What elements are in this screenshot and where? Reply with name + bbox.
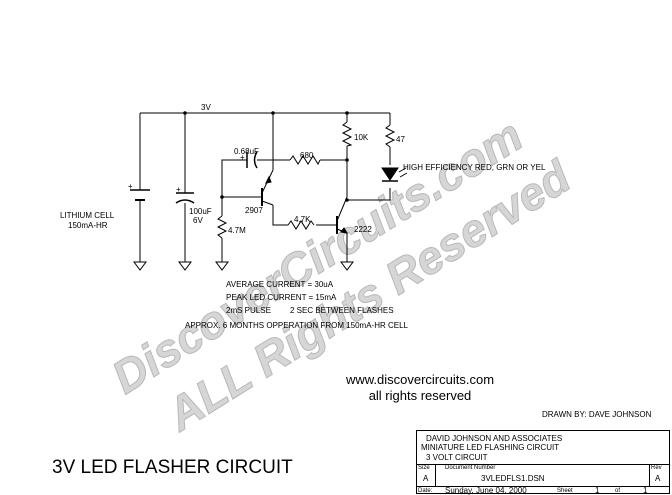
sheet-label: Sheet — [557, 488, 573, 494]
junction — [183, 111, 187, 115]
title-block-company: DAVID JOHNSON AND ASSOCIATES — [426, 434, 563, 443]
ground-symbol — [178, 261, 192, 271]
resistor-680-symbol — [289, 155, 321, 166]
junction — [220, 195, 224, 199]
r680-label: 680 — [300, 151, 314, 160]
r10k-label: 10K — [354, 133, 369, 142]
ground-symbol — [340, 261, 354, 271]
svg-text:+: + — [176, 185, 181, 194]
r47m-label: 4.7M — [228, 226, 246, 235]
r47k-label: 4.7K — [294, 215, 311, 224]
q2-label: 2222 — [354, 225, 372, 234]
bulk-cap-value: 100uF — [189, 207, 212, 216]
timing-cap-wire — [221, 159, 347, 197]
resistor-47k-symbol — [287, 220, 315, 230]
note-peak-current: PEAK LED CURRENT = 15mA — [226, 293, 337, 302]
supply-label: 3V — [201, 103, 211, 112]
timing-capacitor-symbol: + — [240, 151, 258, 169]
junction — [345, 111, 349, 115]
q1-base-wire — [221, 196, 262, 262]
docnum-label: Document Number — [445, 465, 496, 471]
battery-label-1: LITHIUM CELL — [60, 211, 115, 220]
title-block: DAVID JOHNSON AND ASSOCIATES MINIATURE L… — [416, 430, 670, 495]
bulk-cap-voltage: 6V — [193, 216, 203, 225]
junction — [345, 158, 349, 162]
ground-symbols — [133, 261, 354, 271]
size-label: Size — [418, 465, 430, 471]
battery-symbol: + — [128, 182, 150, 205]
docnum-value: 3VLEDFLS1.DSN — [481, 474, 545, 483]
rights-text: all rights reserved — [368, 388, 472, 403]
of-label: of — [615, 488, 621, 494]
timing-cap-value: 0.68uF — [234, 147, 259, 156]
rev-value: A — [655, 474, 661, 483]
website-text: www.discovercircuits.com — [345, 372, 495, 387]
r47-label: 47 — [396, 135, 405, 144]
junctions — [183, 111, 349, 202]
resistor-47m-symbol — [216, 215, 228, 239]
note-pulse: 2mS PULSE — [226, 306, 271, 315]
battery-label-2: 150mA-HR — [68, 221, 108, 230]
transistor-q2-symbol — [336, 196, 348, 234]
q1-collector-wire — [272, 205, 337, 226]
date-label: Date: — [418, 488, 433, 494]
ground-symbol — [215, 261, 229, 271]
q1-label: 2907 — [245, 206, 263, 215]
page-title: 3V LED FLASHER CIRCUIT — [52, 457, 293, 478]
rev-label: Rev — [651, 465, 662, 471]
size-value: A — [423, 474, 429, 483]
svg-text:+: + — [128, 182, 133, 191]
r47-wire — [347, 113, 391, 201]
of-value: 1 — [643, 486, 648, 495]
title-block-title1: MINIATURE LED FLASHING CIRCUIT — [421, 443, 560, 452]
svg-text:+: + — [240, 153, 245, 162]
junction — [271, 111, 275, 115]
drawn-by: DRAWN BY: DAVE JOHNSON — [542, 410, 652, 419]
date-value: Sunday, June 04, 2000 — [445, 486, 527, 495]
note-interval: 2 SEC BETWEEN FLASHES — [290, 306, 394, 315]
transistor-q1-symbol — [261, 169, 274, 206]
note-avg-current: AVERAGE CURRENT = 30uA — [226, 280, 334, 289]
resistor-47-symbol — [384, 124, 396, 148]
resistor-10k-symbol — [341, 121, 353, 147]
note-life: APPROX. 6 MONTHS OPPERATION FROM 150mA-H… — [185, 321, 409, 330]
sheet-value: 1 — [595, 486, 600, 495]
led-symbol — [381, 167, 408, 182]
title-block-title2: 3 VOLT CIRCUIT — [426, 453, 488, 462]
bulk-capacitor-symbol: + — [175, 185, 195, 204]
ground-symbol — [133, 261, 147, 271]
led-label: HIGH EFFICIENCY RED, GRN OR YEL — [403, 163, 546, 172]
